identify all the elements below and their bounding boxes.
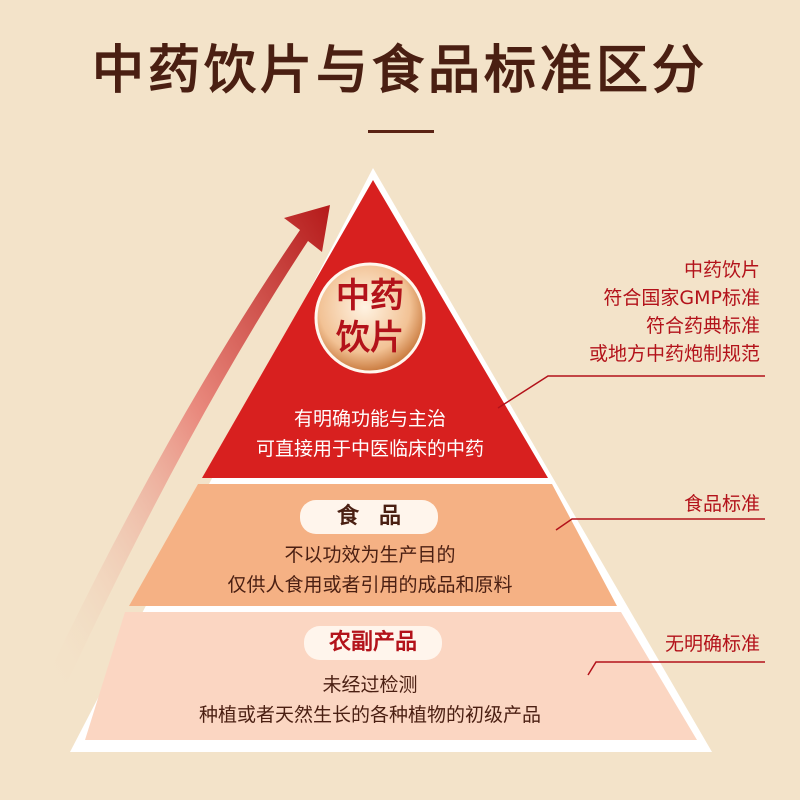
tier-bottom-desc-line1: 未经过检测 xyxy=(322,674,418,696)
standard-label-top-line2: 符合国家GMP标准 xyxy=(603,287,760,309)
tier-mid-desc-line2: 仅供人食用或者引用的成品和原料 xyxy=(227,574,513,596)
standard-label-bottom-line1: 无明确标准 xyxy=(664,633,760,655)
medal-label: 中药饮片 xyxy=(320,275,420,363)
tier-mid-desc: 不以功效为生产目的 仅供人食用或者引用的成品和原料 xyxy=(180,540,560,600)
standard-label-top-line3: 符合药典标准 xyxy=(645,315,760,337)
standard-label-mid: 食品标准 xyxy=(684,490,760,518)
standard-label-mid-line1: 食品标准 xyxy=(683,493,760,515)
leader-line-mid xyxy=(555,518,765,531)
tier-mid-badge: 食品 xyxy=(300,500,438,534)
tier-top-desc-line1: 有明确功能与主治 xyxy=(293,408,446,430)
tier-top-desc: 有明确功能与主治 可直接用于中医临床的中药 xyxy=(200,404,540,464)
page-title: 中药饮片与食品标准区分 xyxy=(91,40,708,101)
leader-line-top xyxy=(497,375,765,409)
title-divider xyxy=(368,130,434,133)
standard-label-bottom: 无明确标准 xyxy=(665,630,760,658)
medal-label-text: 中药饮片 xyxy=(336,276,404,358)
standard-label-top: 中药饮片 符合国家GMP标准 符合药典标准 或地方中药炮制规范 xyxy=(589,256,760,368)
tier-bottom-badge: 农副产品 xyxy=(304,626,442,660)
leader-line-bottom xyxy=(587,661,765,676)
growth-arrow xyxy=(48,205,330,685)
medal-circle xyxy=(314,262,426,374)
tier-bottom-shape xyxy=(85,612,697,740)
tier-top-desc-line2: 可直接用于中医临床的中药 xyxy=(255,438,484,460)
standard-label-top-line4: 或地方中药炮制规范 xyxy=(588,343,760,365)
tier-bottom-desc: 未经过检测 种植或者天然生长的各种植物的初级产品 xyxy=(150,670,590,730)
tier-mid-shape xyxy=(129,484,617,606)
tier-bottom-desc-line2: 种植或者天然生长的各种植物的初级产品 xyxy=(198,704,541,726)
tier-mid-desc-line1: 不以功效为生产目的 xyxy=(284,544,456,566)
standard-label-top-line1: 中药饮片 xyxy=(683,259,760,281)
